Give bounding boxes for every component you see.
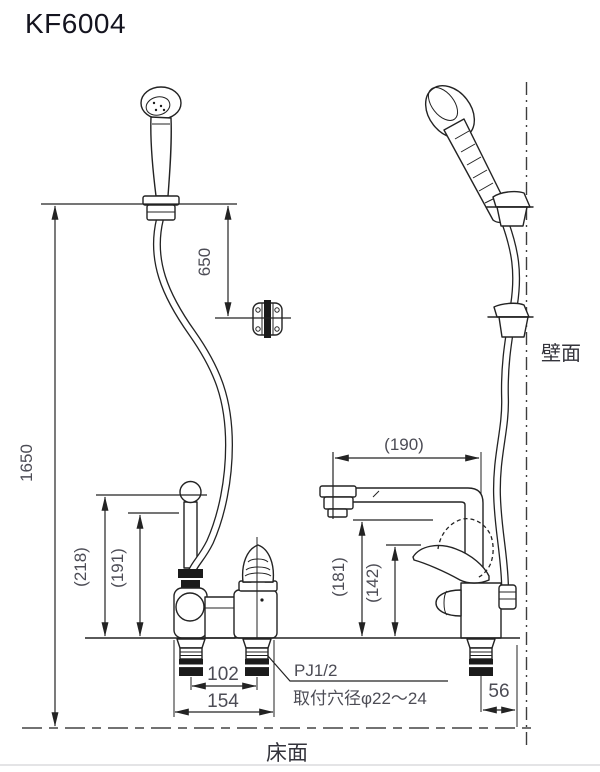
dim-base-width: 154 (207, 691, 239, 712)
dimension-lines (41, 203, 518, 727)
dim-handle-height: (142) (363, 563, 382, 603)
hose-connector (142, 195, 180, 221)
leader-line (267, 655, 448, 682)
wall-bracket-upper (486, 190, 534, 227)
thread-label: PJ1/2 (294, 661, 337, 680)
shower-hose-side (492, 218, 521, 589)
mounting-shank-side (466, 638, 496, 677)
model-number: KF6004 (25, 8, 126, 39)
hole-note-label: 取付穴径φ22～24 (293, 689, 427, 708)
dim-spout-height: (181) (329, 557, 348, 597)
lever-handle-side (412, 544, 490, 584)
wall-label: 壁面 (541, 342, 581, 365)
temperature-knob (435, 589, 462, 617)
mounting-shank-right (242, 638, 272, 677)
dim-overall-height: 1650 (17, 444, 36, 482)
faucet-side-view (319, 452, 517, 712)
dim-spout-reach: (190) (384, 435, 424, 454)
lever-handle-front (241, 544, 275, 583)
hose-nut (178, 569, 203, 590)
dim-holder-base-height: (191) (108, 548, 127, 588)
shower-hose-front (152, 215, 234, 575)
dim-wall-clearance: 56 (488, 681, 509, 702)
lever-raised-outline (437, 518, 494, 579)
wall-bracket-lower (487, 302, 534, 338)
dim-holder-top-height: (218) (71, 547, 90, 587)
floor-label: 床面 (266, 742, 308, 765)
faucet-front-view (173, 537, 278, 640)
wall-bracket-front (252, 300, 283, 338)
dim-holder-offset: 650 (195, 248, 214, 276)
mounting-shank-left (176, 638, 206, 677)
dim-hole-pitch: 102 (207, 664, 239, 685)
hand-shower-front (140, 86, 182, 197)
